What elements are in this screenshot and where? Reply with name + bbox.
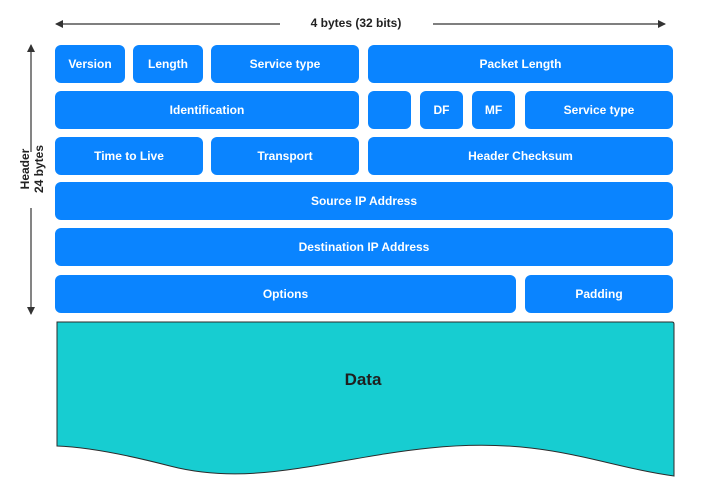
field-source-ip: Source IP Address bbox=[55, 182, 673, 220]
field-time-to-live: Time to Live bbox=[55, 137, 203, 175]
field-reserved-flag bbox=[368, 91, 411, 129]
data-label: Data bbox=[344, 370, 382, 389]
data-block bbox=[56, 321, 675, 477]
header-label-line2: 24 bytes bbox=[32, 144, 46, 194]
field-length: Length bbox=[133, 45, 203, 83]
header-label-line1: Header bbox=[18, 148, 32, 190]
field-version: Version bbox=[55, 45, 125, 83]
field-packet-length: Packet Length bbox=[368, 45, 673, 83]
field-header-checksum: Header Checksum bbox=[368, 137, 673, 175]
field-transport: Transport bbox=[211, 137, 359, 175]
width-label: 4 bytes (32 bits) bbox=[310, 16, 402, 30]
header-size-label: Header 24 bytes bbox=[18, 144, 46, 194]
field-padding: Padding bbox=[525, 275, 673, 313]
field-destination-ip: Destination IP Address bbox=[55, 228, 673, 266]
field-identification: Identification bbox=[55, 91, 359, 129]
field-df: DF bbox=[420, 91, 463, 129]
field-service-type-2: Service type bbox=[525, 91, 673, 129]
field-options: Options bbox=[55, 275, 516, 313]
field-service-type: Service type bbox=[211, 45, 359, 83]
field-mf: MF bbox=[472, 91, 515, 129]
